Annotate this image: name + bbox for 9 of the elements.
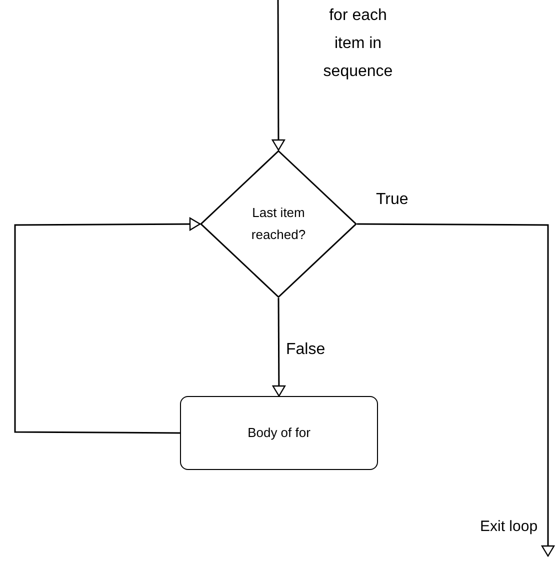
decision-diamond [200, 150, 357, 298]
node-text: Last item reached? [250, 204, 307, 244]
note-label: Exit loop [480, 517, 538, 537]
node-text: Body of for [248, 424, 310, 442]
arrow [14, 217, 201, 434]
arrow [272, 298, 286, 397]
process-box [180, 396, 378, 470]
arrow [357, 223, 555, 557]
arrow [272, 0, 286, 151]
